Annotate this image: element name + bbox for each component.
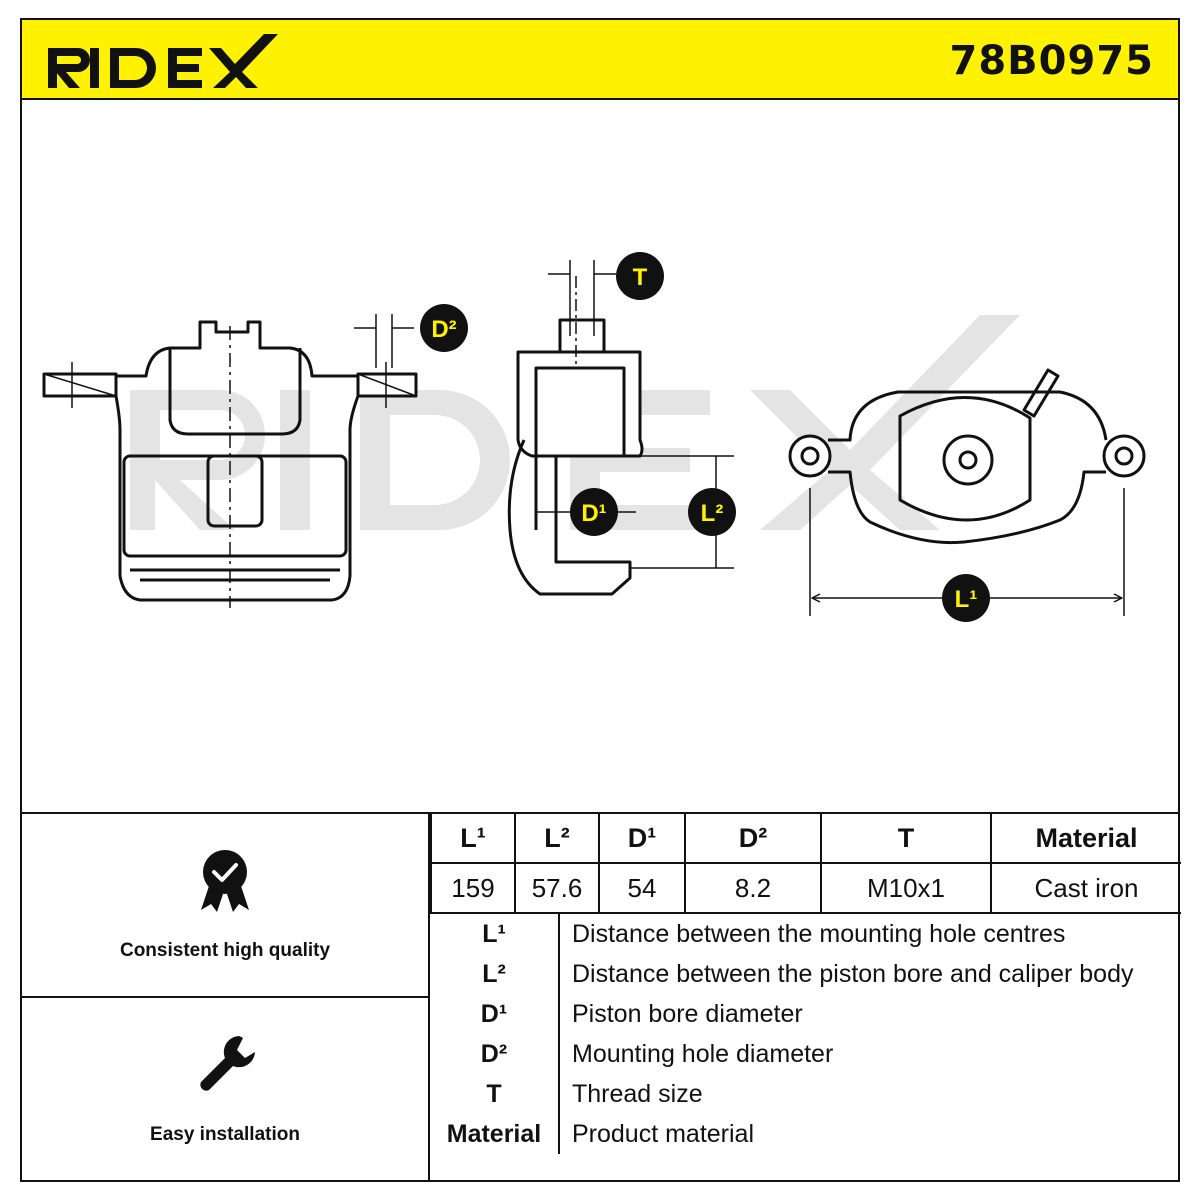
legend-key: D² <box>430 1034 560 1074</box>
legend-desc: Distance between the mounting hole centr… <box>572 919 1066 948</box>
caliper-side-view <box>42 314 418 608</box>
part-number: 78B0975 <box>949 38 1154 84</box>
legend-desc: Distance between the piston bore and cal… <box>572 959 1134 988</box>
legend-row: D¹ Piston bore diameter <box>430 994 1180 1034</box>
caliper-section-view <box>507 260 734 596</box>
spec-value-material: Cast iron <box>990 862 1181 914</box>
spec-table: L¹ L² D¹ D² T Material 159 57.6 54 8.2 M… <box>430 814 1181 914</box>
ridex-logo <box>48 34 278 88</box>
spec-value-l1: 159 <box>430 862 516 914</box>
spec-header-row: L¹ L² D¹ D² T Material <box>430 814 1181 864</box>
legend-row: D² Mounting hole diameter <box>430 1034 1180 1074</box>
callout-l2-label: L² <box>701 500 724 527</box>
feature-quality: Consistent high quality <box>20 814 430 998</box>
spec-header-t: T <box>820 814 992 864</box>
legend-row: L¹ Distance between the mounting hole ce… <box>430 914 1180 954</box>
legend-key: D¹ <box>430 994 560 1034</box>
callout-t-label: T <box>633 264 648 291</box>
legend-desc: Mounting hole diameter <box>572 1039 834 1068</box>
legend-row: T Thread size <box>430 1074 1180 1114</box>
callout-d2: D² <box>420 304 468 352</box>
callout-d2-label: D² <box>431 316 456 343</box>
spec-header-d2: D² <box>684 814 822 864</box>
spec-header-l1: L¹ <box>430 814 516 864</box>
spec-value-d2: 8.2 <box>684 862 822 914</box>
watermark-logo <box>130 315 1020 530</box>
legend-key: T <box>430 1074 560 1114</box>
callout-d1-label: D¹ <box>581 500 606 527</box>
callout-l1-label: L¹ <box>955 586 978 613</box>
legend-key: L² <box>430 954 560 994</box>
spec-header-d1: D¹ <box>598 814 686 864</box>
technical-drawing: D² T D¹ L² L¹ <box>42 252 1146 622</box>
legend-desc: Piston bore diameter <box>572 999 803 1028</box>
legend-desc: Product material <box>572 1119 755 1148</box>
spec-value-d1: 54 <box>598 862 686 914</box>
callout-l1: L¹ <box>942 574 990 622</box>
spec-header-l2: L² <box>514 814 600 864</box>
spec-value-t: M10x1 <box>820 862 992 914</box>
legend-row: L² Distance between the piston bore and … <box>430 954 1180 994</box>
callout-l2: L² <box>688 488 736 536</box>
feature-installation-label: Easy installation <box>150 1124 300 1145</box>
legend-key: L¹ <box>430 914 560 954</box>
legend-table: L¹ Distance between the mounting hole ce… <box>430 914 1180 1154</box>
caliper-front-view <box>788 368 1146 616</box>
feature-quality-label: Consistent high quality <box>119 940 331 961</box>
header-bar: 78B0975 <box>20 18 1180 100</box>
spec-header-material: Material <box>990 814 1181 864</box>
legend-row: Material Product material <box>430 1114 1180 1154</box>
legend-key: Material <box>430 1114 560 1154</box>
spec-value-l2: 57.6 <box>514 862 600 914</box>
callout-t: T <box>616 252 664 300</box>
quality-badge-icon <box>201 850 249 912</box>
feature-installation: Easy installation <box>20 998 430 1182</box>
legend-desc: Thread size <box>572 1079 703 1108</box>
wrench-icon <box>200 1036 255 1091</box>
spec-value-row: 159 57.6 54 8.2 M10x1 Cast iron <box>430 862 1181 914</box>
callout-d1: D¹ <box>570 488 618 536</box>
spec-section: Consistent high quality Easy installatio… <box>20 812 1181 1182</box>
